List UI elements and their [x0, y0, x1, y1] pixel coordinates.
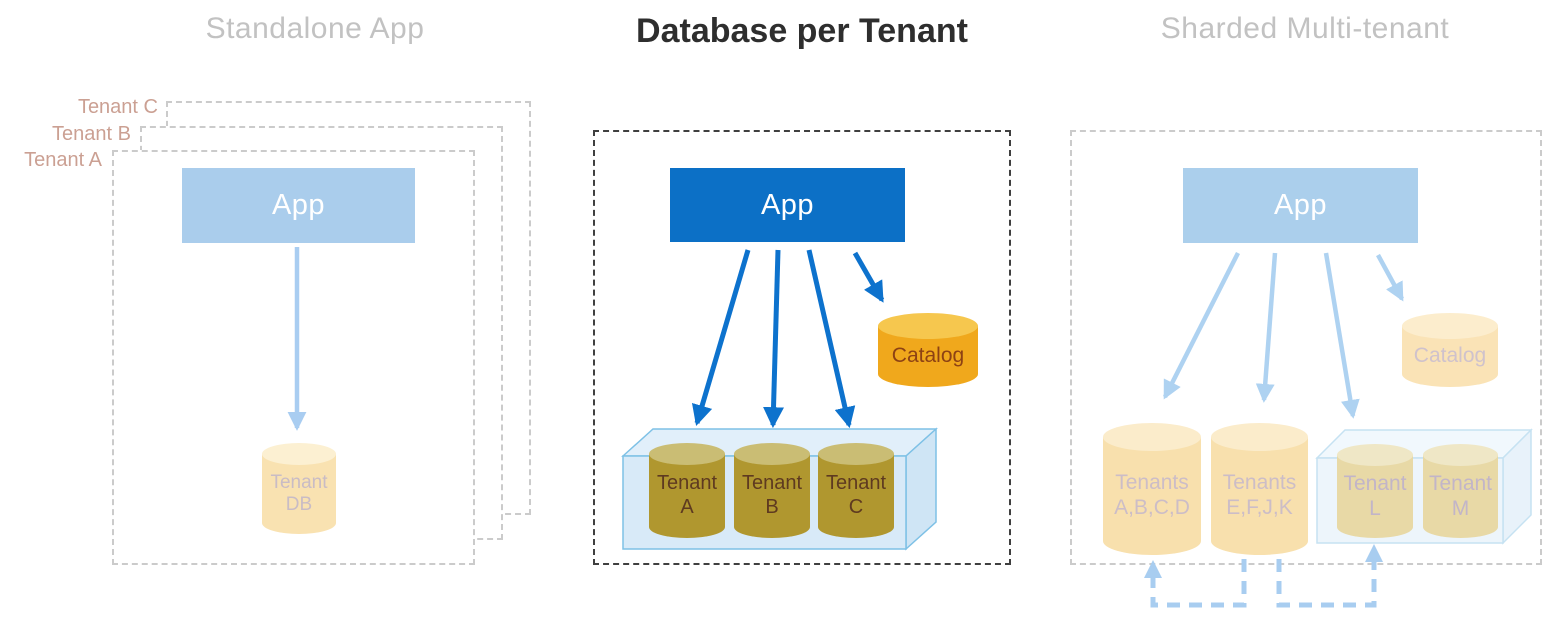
move-tenant-to-pool-path [1276, 559, 1377, 608]
database-per-tenant-frame [593, 130, 1011, 565]
cylinder-top [262, 443, 336, 465]
panel-title-standalone-app: Standalone App [205, 12, 425, 45]
tenant-c-label-line2: C [848, 496, 864, 518]
cylinder-body [262, 454, 336, 534]
tenant-m-cylinder: Tenant M [1423, 444, 1498, 538]
cylinder-body [1423, 455, 1498, 538]
tenant-m-label-line1: Tenant [1428, 471, 1493, 495]
cylinder-body [1337, 455, 1413, 538]
tenant-m-label-line2: M [1451, 496, 1470, 520]
tenant-c-cylinder: Tenant C [818, 443, 894, 538]
tenants-abcd-label-line2: A,B,C,D [1114, 496, 1190, 519]
tenants-efjk-cylinder: Tenants E,F,J,K [1211, 423, 1308, 555]
cylinder-top [1211, 423, 1308, 451]
faded-catalog-label: Catalog [1413, 344, 1487, 368]
cylinder-top [734, 443, 810, 465]
tenant-b-label-line2: B [765, 496, 779, 518]
tenant-db-label-line1: Tenant [270, 471, 328, 493]
tenants-efjk-label-line1: Tenants [1222, 471, 1297, 495]
tenant-b-cylinder: Tenant B [734, 443, 810, 538]
cylinder-body [649, 454, 725, 538]
panel-title-sharded-multi-tenant: Sharded Multi-tenant [1160, 12, 1450, 45]
tenant-frame-label-c: Tenant C [77, 96, 158, 118]
move-tenant-to-abcd-path [1150, 559, 1247, 608]
cylinder-top [878, 313, 978, 339]
cylinder-top [649, 443, 725, 465]
database-per-tenant-app-label: App [760, 188, 815, 221]
tenant-b-label-line1: Tenant [741, 472, 803, 495]
cylinder-top [1337, 444, 1413, 466]
database-per-tenant-app-box: App [670, 168, 905, 242]
cylinder-body [1103, 437, 1201, 555]
cylinder-top [1103, 423, 1201, 451]
catalog-cylinder: Catalog [878, 313, 978, 387]
tenant-db-label-line2: DB [285, 494, 313, 515]
tenant-c-label-line1: Tenant [825, 472, 887, 495]
cylinder-body [818, 454, 894, 538]
tenants-efjk-label-line2: E,F,J,K [1226, 496, 1293, 519]
tenants-abcd-cylinder: Tenants A,B,C,D [1103, 423, 1201, 555]
tenant-l-label-line1: Tenant [1343, 471, 1407, 495]
tenant-l-label-line2: L [1369, 496, 1381, 520]
catalog-label: Catalog [891, 344, 965, 368]
cylinder-body [734, 454, 810, 538]
tenant-a-cylinder: Tenant A [649, 443, 725, 538]
faded-catalog-cylinder: Catalog [1402, 313, 1498, 387]
tenant-a-label-line1: Tenant [656, 472, 718, 495]
tenant-db-cylinder: Tenant DB [262, 443, 336, 534]
tenant-l-cylinder: Tenant L [1337, 444, 1413, 538]
tenant-a-label-line2: A [680, 496, 694, 518]
cylinder-body [1211, 437, 1308, 555]
tenants-abcd-label-line1: Tenants [1115, 471, 1189, 495]
tenant-frame-label-a: Tenant A [24, 149, 102, 171]
tenant-frame-label-b: Tenant B [52, 123, 131, 145]
sharded-app-box: App [1183, 168, 1418, 243]
sharded-app-label: App [1273, 189, 1328, 221]
standalone-app-label: App [271, 189, 326, 221]
panel-title-database-per-tenant: Database per Tenant [636, 12, 968, 50]
cylinder-top [1423, 444, 1498, 466]
cylinder-top [818, 443, 894, 465]
cylinder-top [1402, 313, 1498, 339]
standalone-app-box: App [182, 168, 415, 243]
